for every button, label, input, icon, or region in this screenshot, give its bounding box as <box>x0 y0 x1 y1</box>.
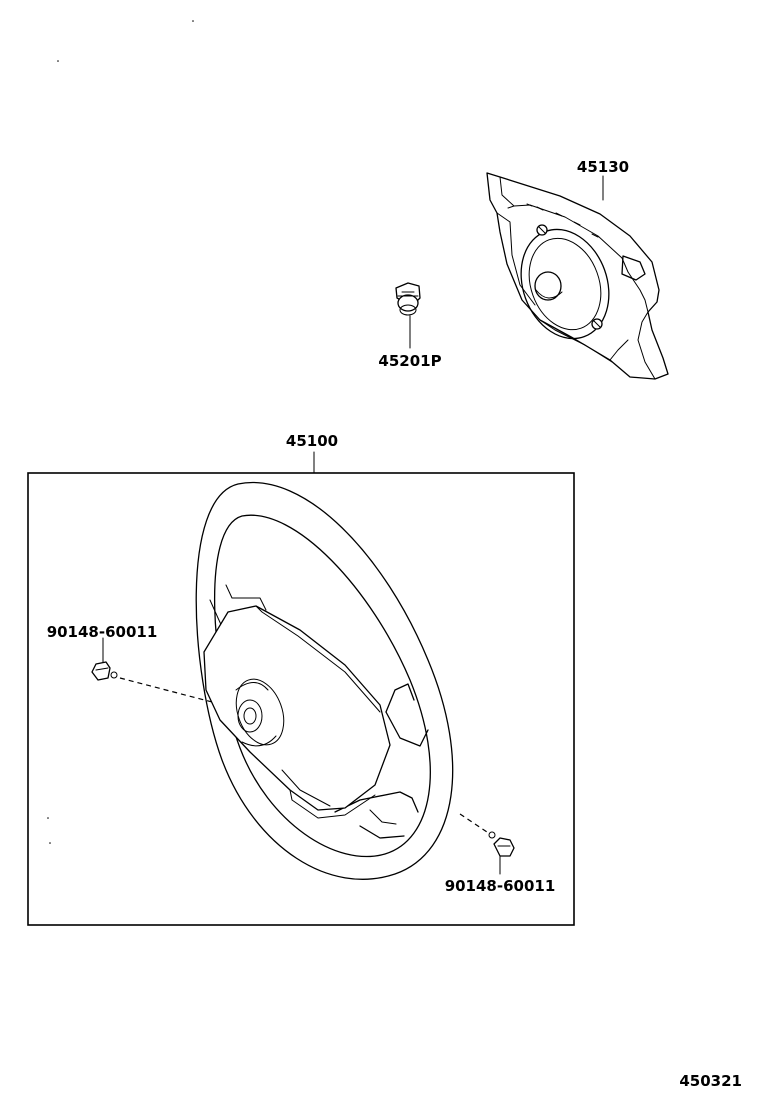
horn-pad-part-number: 45130 <box>577 158 629 176</box>
nut-illustration <box>395 282 421 316</box>
left-screw-part-number: 90148-60011 <box>47 623 158 641</box>
horn-pad-illustration <box>486 172 669 380</box>
right-screw-dashed-line <box>459 813 491 835</box>
steering-wheel-assembly-frame <box>27 472 575 926</box>
right-screw-illustration <box>488 831 515 857</box>
left-screw-illustration <box>91 661 118 681</box>
steering-wheel-illustration <box>195 481 454 880</box>
diagram-id: 450321 <box>679 1072 742 1090</box>
nut-part-number: 45201P <box>378 352 441 370</box>
steering-wheel-part-number: 45100 <box>286 432 338 450</box>
specks <box>47 20 194 844</box>
right-screw-part-number: 90148-60011 <box>445 877 556 895</box>
left-screw-dashed-line <box>119 677 213 703</box>
